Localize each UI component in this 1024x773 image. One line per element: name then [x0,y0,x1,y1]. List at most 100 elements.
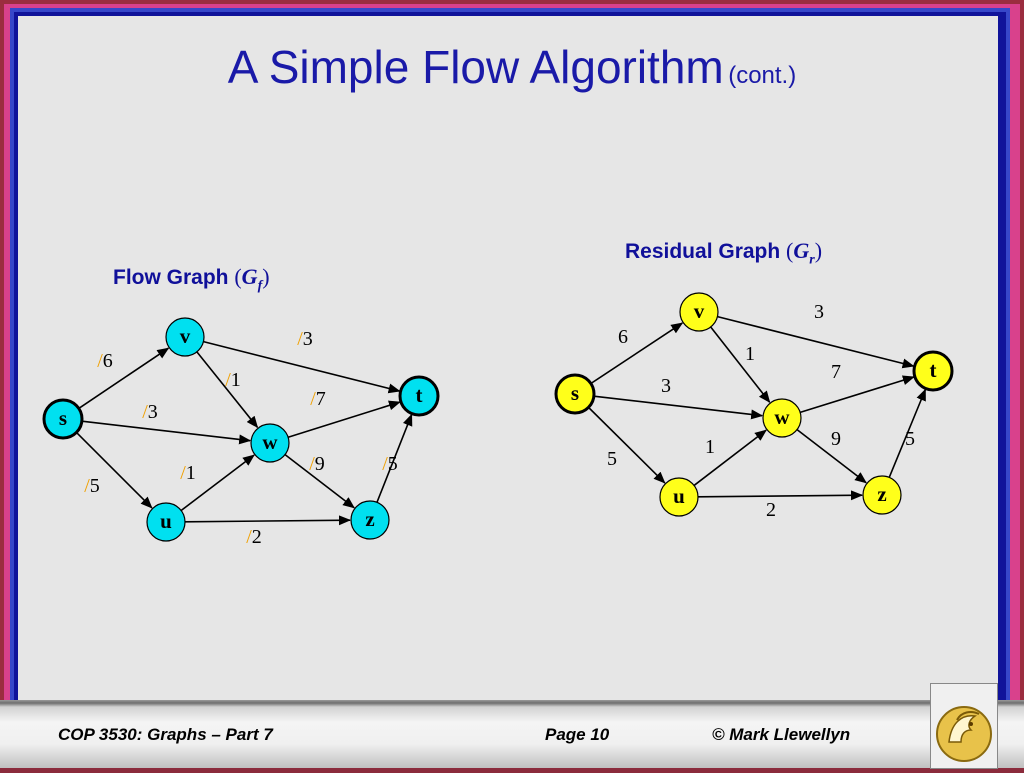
residual-node-z [862,475,902,515]
residual-node-u [659,477,699,517]
residual-edge-v-w [710,326,771,404]
flow-slash: / [180,462,186,484]
pegasus-logo [936,706,992,762]
flow-slash: / [84,475,90,497]
edge-capacity: 7 [316,388,326,410]
edge-capacity: 5 [90,475,100,497]
residual-edge-label-s-u: 5 [607,448,617,470]
residual-node-label-u: u [673,484,685,508]
flow-edge-s-v [78,347,170,410]
edge-capacity: 1 [186,462,196,484]
flow-edge-w-z [284,453,355,509]
residual-node-label-s: s [571,381,579,405]
edge-capacity: 2 [252,526,262,548]
residual-graph: 6 3 1 3 7 5 1 9 5 2 s v t w u z [554,292,954,521]
flow-slash: / [309,453,315,475]
flow-node-w [250,423,290,463]
residual-node-v [679,292,719,332]
flow-slash: / [310,388,316,410]
slide-title: A Simple Flow Algorithm (cont.) [0,40,1024,94]
residual-node-w [762,398,802,438]
flow-edge-label-z-t: /5 [382,453,398,475]
residual-edge-label-w-z: 9 [831,428,841,450]
flow-edge-z-t [376,413,413,503]
edge-capacity: 5 [388,453,398,475]
residual-node-label-w: w [774,405,790,429]
flow-slash: / [297,328,303,350]
logo-box [930,683,998,769]
flow-node-label-w: w [262,430,278,454]
edge-capacity: 3 [661,375,671,397]
flow-edge-label-u-w: /1 [180,462,196,484]
flow-edge-label-s-w: /3 [142,401,158,423]
residual-node-s [554,373,596,415]
edge-capacity: 7 [831,361,841,383]
flow-edge-v-t [203,340,401,394]
footer-course: COP 3530: Graphs – Part 7 [58,725,273,744]
flow-edge-label-w-z: /9 [309,453,325,475]
flow-graph-label: Flow Graph (Gf) [113,264,270,294]
flow-node-t [398,375,440,417]
residual-edge-label-u-z: 2 [766,499,776,521]
flow-edge-u-w [180,454,255,512]
edge-capacity: 3 [814,301,824,323]
residual-edge-v-t [717,315,915,369]
edge-capacity: 9 [315,453,325,475]
edge-capacity: 2 [766,499,776,521]
residual-edge-u-w [693,429,767,487]
residual-graph-symbol: G [793,238,810,263]
residual-edge-w-z [796,428,867,484]
flow-edge-label-w-t: /7 [310,388,326,410]
residual-node-t [912,350,954,392]
flow-node-label-s: s [59,406,67,430]
residual-edge-label-u-w: 1 [705,436,715,458]
flow-edge-label-s-v: /6 [97,350,113,372]
flow-slash: / [97,350,103,372]
flow-slash: / [246,526,252,548]
flow-node-label-z: z [365,507,374,531]
residual-edge-label-s-v: 6 [618,326,628,348]
flow-node-z [350,500,390,540]
flow-node-label-v: v [180,324,191,348]
residual-edge-label-v-w: 1 [745,343,755,365]
residual-edge-label-w-t: 7 [831,361,841,383]
edge-capacity: 5 [607,448,617,470]
edge-capacity: 3 [148,401,158,423]
edge-capacity: 6 [618,326,628,348]
residual-edge-label-z-t: 5 [905,428,915,450]
residual-graph-subscript: r [809,252,815,268]
footer-page: Page 10 [545,725,610,744]
edge-capacity: 6 [103,350,113,372]
residual-node-label-v: v [694,299,705,323]
flow-node-v [165,317,205,357]
flow-edge-s-w [81,420,252,445]
residual-edge-s-v [590,322,684,385]
flow-node-u [146,502,186,542]
residual-edge-label-s-w: 3 [661,375,671,397]
slide-title-sub: (cont.) [728,62,797,89]
footer-bar [0,700,1024,768]
flow-edge-u-z [184,515,352,526]
residual-node-label-t: t [930,358,937,382]
footer-author: © Mark Llewellyn [712,725,851,744]
flow-edge-w-t [287,400,401,439]
flow-edge-label-v-w: /1 [225,369,241,391]
residual-graph-label: Residual Graph (Gr) [625,238,823,268]
residual-node-label-z: z [877,482,886,506]
flow-edge-label-s-u: /5 [84,475,100,497]
slide-canvas [18,16,998,760]
flow-graph-subscript: f [257,278,263,294]
residual-edge-z-t [888,388,927,478]
edge-capacity: 1 [231,369,241,391]
flow-graph-symbol: G [241,264,258,289]
flow-graph-label-text: Flow Graph [113,266,229,289]
edge-capacity: 3 [303,328,313,350]
residual-edge-u-z [697,490,864,501]
flow-edge-label-u-z: /2 [246,526,262,548]
residual-edge-s-u [587,406,666,484]
edge-capacity: 1 [745,343,755,365]
edge-capacity: 1 [705,436,715,458]
flow-edge-label-v-t: /3 [297,328,313,350]
flow-node-label-u: u [160,509,172,533]
